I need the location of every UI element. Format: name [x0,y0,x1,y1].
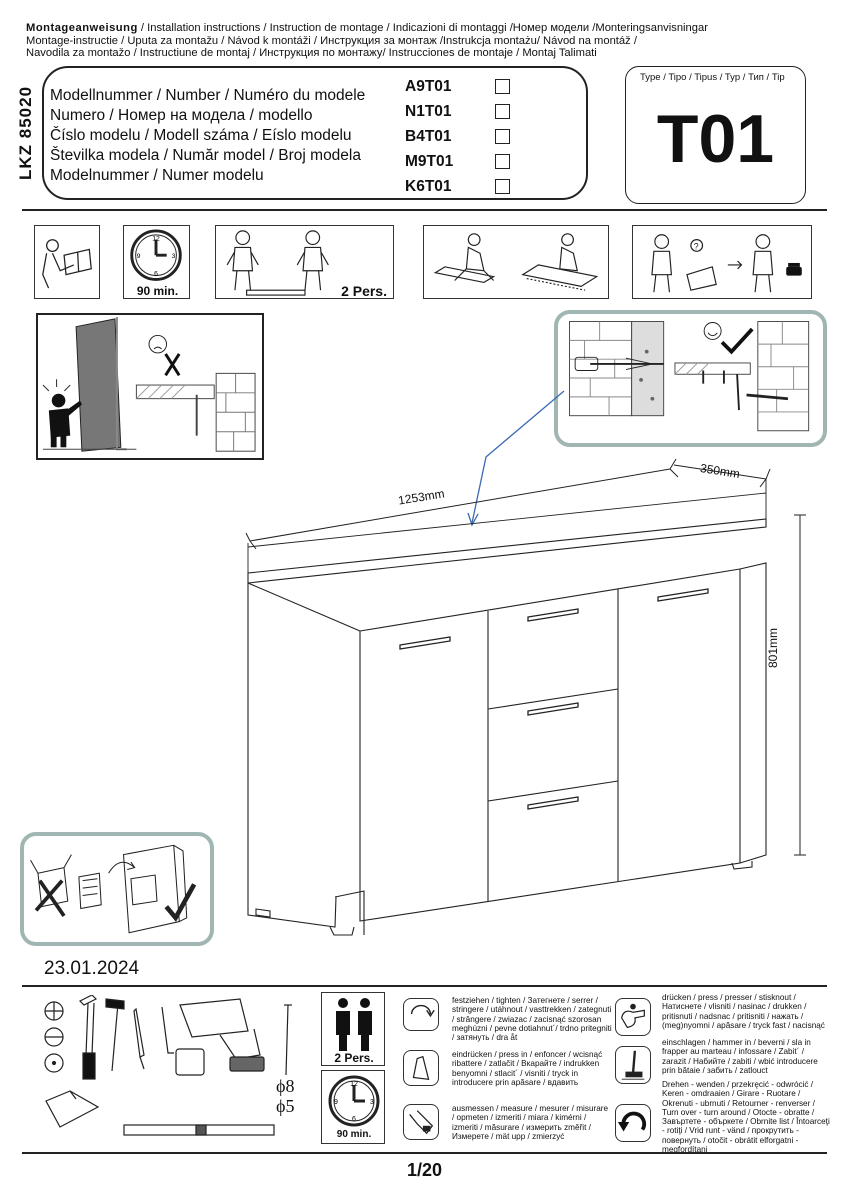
required-tools-icon [44,995,292,1136]
persons-required-icon: 2 Pers. [321,992,385,1066]
drill-size: ϕ5 [276,1096,295,1116]
page-number: 1/20 [406,1160,443,1180]
wall-fixing-detail [554,310,827,447]
press-icon [615,998,651,1036]
measure-icon [403,1104,439,1140]
tighten-icon [403,998,439,1031]
model-code-row: N1T01 [405,99,510,124]
contact-support-icon: ? [632,225,812,299]
model-code-row: K6T01 [405,174,510,199]
model-number-labels: Modellnummer / Number / Numéro du modele… [50,86,365,186]
model-label-line: Numero / Номер на модела / modello [50,107,313,124]
clock-number: 9 [334,1099,338,1106]
measure-text: ausmessen / measure / mesurer / misurare… [452,1104,609,1141]
press-text: drücken / press / presser / stisknout / … [662,993,825,1030]
hammer-in-icon [615,1046,651,1084]
model-code: N1T01 [405,102,452,120]
clock-number: 9 [137,253,141,260]
clock-number: 6 [154,271,158,278]
model-code-list: A9T01 N1T01 B4T01 M9T01 K6T01 [405,74,510,199]
divider [22,985,827,987]
time-label: 90 min. [336,1129,372,1140]
model-code: M9T01 [405,152,454,170]
type-label: Type / Tipo / Tipus / Typ / Тип / Tip [640,72,785,83]
model-checkbox[interactable] [495,79,510,94]
drill-size: ϕ8 [276,1076,295,1096]
clock-number: 6 [352,1116,356,1123]
packaging-disposal-tip [20,832,214,946]
svg-text:?: ? [694,241,699,251]
model-number-box [42,66,588,200]
model-code: K6T01 [405,177,452,195]
time-label: 90 min. [136,284,179,298]
model-code-row: B4T01 [405,124,510,149]
model-checkbox[interactable] [495,129,510,144]
divider [22,209,827,211]
header-line2: Montage-instructie / Uputa za montažu / … [26,34,637,47]
model-label-line: Číslo modelu / Modell száma / Eíslo mode… [50,127,352,144]
read-instructions-icon [34,225,100,299]
clock-number: 3 [370,1099,374,1106]
persons-label: 2 Pers. [334,1051,374,1065]
header-title: Montageanweisung [26,22,138,34]
clock-number: 12 [152,236,160,243]
persons-label: 2 Pers. [341,283,387,299]
time-required-icon: 12 3 6 9 90 min. [321,1070,385,1144]
header-line3: Navodila za montažo / Instructiune de mo… [26,47,597,59]
sideboard-drawing [245,458,806,936]
header-line1: / Installation instructions / Instructio… [137,22,708,34]
model-label-line: Številka modela / Număr model / Broj mod… [50,147,361,164]
model-code-row: A9T01 [405,74,510,99]
tighten-text: festziehen / tighten / Затегнете / serre… [452,996,612,1043]
model-label-line: Modellnummer / Number / Numéro du modele [50,87,366,104]
detail-pointer-arrow [467,390,565,527]
type-value: T01 [656,101,775,177]
model-checkbox[interactable] [495,179,510,194]
model-checkbox[interactable] [495,104,510,119]
divider [22,1152,827,1154]
tip-over-warning [36,313,264,460]
two-persons-icon: 2 Pers. [215,225,394,299]
press-in-icon [403,1050,439,1086]
carpet-assembly-icon [423,225,609,299]
clock-number: 3 [172,253,176,260]
article-code: LKZ 85020 [16,85,35,180]
turn-over-text: Drehen - wenden / przekręcić - odwrócić … [662,1080,830,1155]
dimension-height: 801mm [766,627,780,668]
drill-sizes: ϕ8 ϕ5 [276,1076,294,1116]
time-icon: 12 3 6 9 90 min. [123,225,190,299]
model-code: A9T01 [405,77,452,95]
model-checkbox[interactable] [495,154,510,169]
document-date: 23.01.2024 [44,958,140,979]
model-code-row: M9T01 [405,149,510,174]
hammer-in-text: einschlagen / hammer in / beverni / sla … [662,1038,818,1075]
turn-over-icon [615,1104,651,1142]
model-code: B4T01 [405,127,452,145]
model-label-line: Modelnummer / Numer modelu [50,167,264,184]
clock-number: 12 [350,1081,358,1088]
press-in-text: eindrücken / press in / enfoncer / wcisn… [452,1050,603,1087]
type-box [625,66,806,204]
header-languages: Montageanweisung / Installation instruct… [26,22,834,60]
